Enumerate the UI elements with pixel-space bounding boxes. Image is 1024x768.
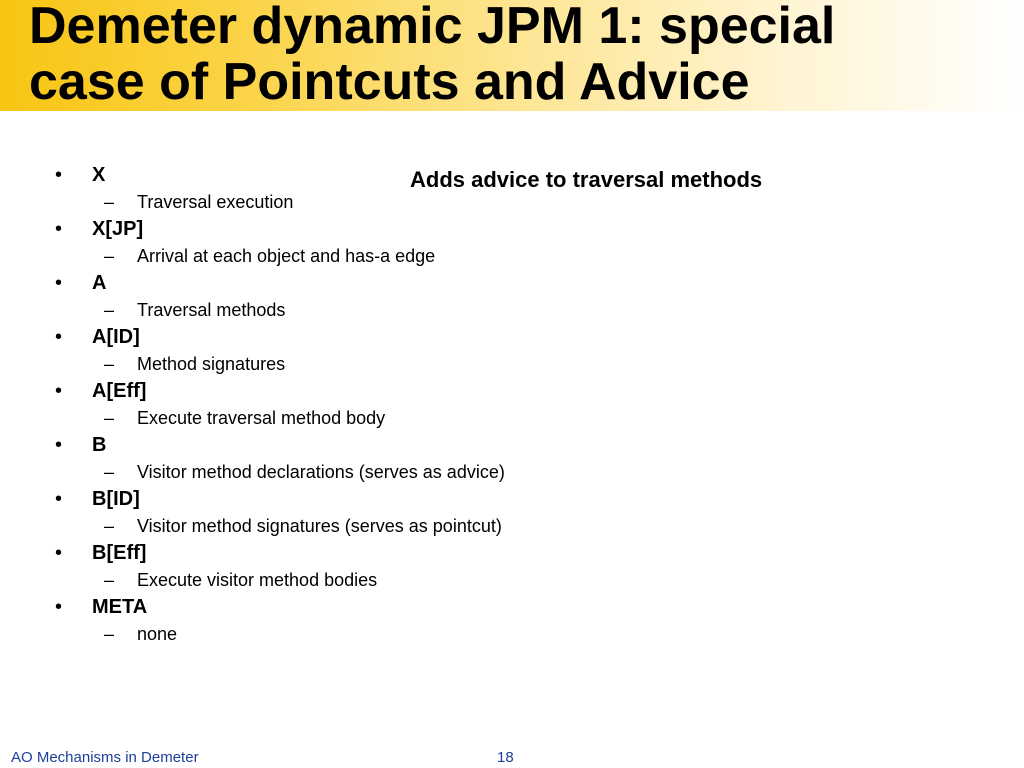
sub-bullet-label: Method signatures (137, 354, 286, 374)
bullet-dot-icon: • (55, 218, 63, 240)
slide-title-line-1: Demeter dynamic JPM 1: special (29, 0, 836, 55)
bullet-dot-icon: • (55, 542, 63, 564)
dash-icon: – (104, 624, 115, 644)
dash-icon: – (104, 462, 115, 482)
bullet-dot-icon: • (55, 596, 63, 618)
side-note: Adds advice to traversal methods (410, 167, 763, 192)
sub-bullet-label: none (137, 624, 178, 644)
bullet-label: X (92, 164, 106, 186)
sub-bullet-label: Visitor method signatures (serves as poi… (137, 516, 502, 536)
bullet-label: A[ID] (92, 326, 140, 348)
bullet-label: B (92, 434, 107, 456)
sub-bullet-label: Visitor method declarations (serves as a… (137, 462, 505, 482)
bullet-dot-icon: • (55, 488, 63, 510)
bullet-label: B[ID] (92, 488, 140, 510)
slide-title-line-2: case of Pointcuts and Advice (29, 53, 750, 111)
bullet-dot-icon: • (55, 380, 63, 402)
bullet-label: META (92, 596, 148, 618)
dash-icon: – (104, 408, 115, 428)
sub-bullet-label: Traversal execution (137, 192, 294, 212)
dash-icon: – (104, 300, 115, 320)
dash-icon: – (104, 246, 115, 266)
dash-icon: – (104, 354, 115, 374)
sub-bullet-label: Execute traversal method body (137, 408, 386, 428)
bullet-label: A (92, 272, 107, 294)
dash-icon: – (104, 192, 115, 212)
sub-bullet-label: Traversal methods (137, 300, 286, 320)
dash-icon: – (104, 516, 115, 536)
footer-title: AO Mechanisms in Demeter (11, 749, 199, 766)
bullet-dot-icon: • (55, 326, 63, 348)
bullet-dot-icon: • (55, 272, 63, 294)
bullet-dot-icon: • (55, 434, 63, 456)
bullet-label: A[Eff] (92, 380, 147, 402)
dash-icon: – (104, 570, 115, 590)
bullet-label: X[JP] (92, 218, 144, 240)
sub-bullet-label: Arrival at each object and has-a edge (137, 246, 436, 266)
bullet-label: B[Eff] (92, 542, 147, 564)
page-number: 18 (497, 749, 514, 766)
bullet-dot-icon: • (55, 164, 63, 186)
sub-bullet-label: Execute visitor method bodies (137, 570, 378, 590)
